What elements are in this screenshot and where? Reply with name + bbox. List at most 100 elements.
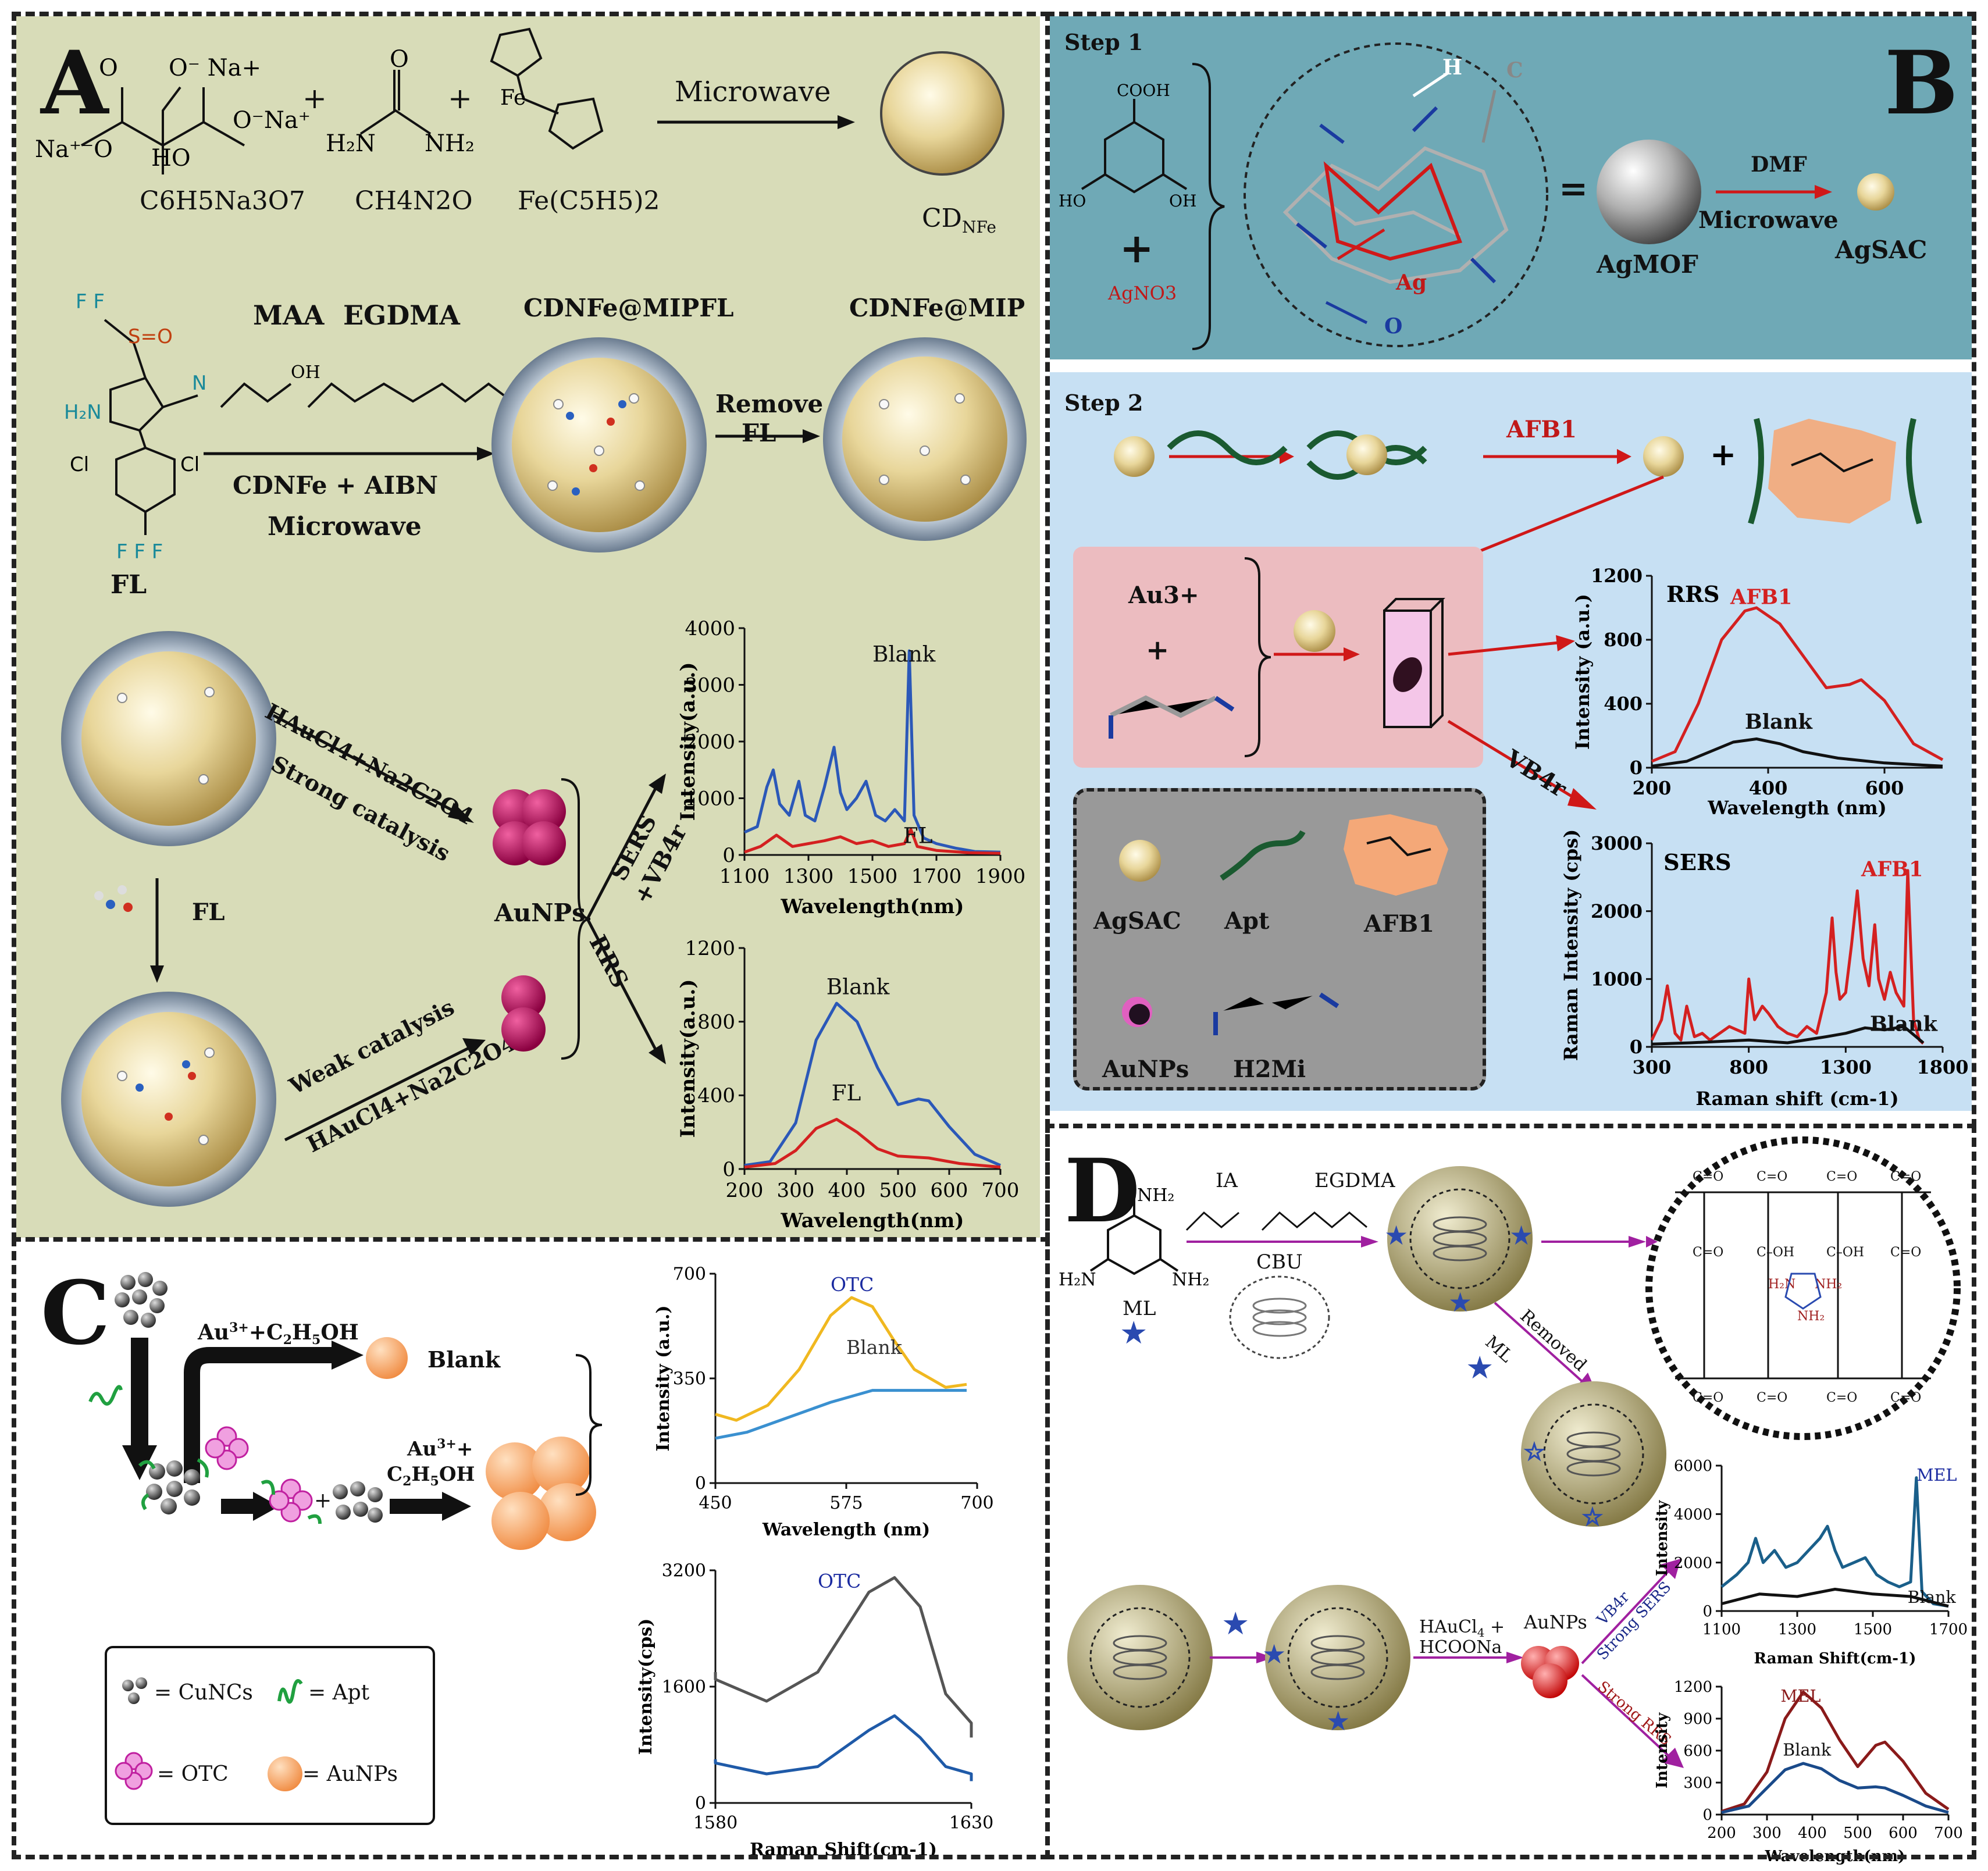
agno3-label: AgNO3 — [1108, 282, 1177, 304]
svg-text:★: ★ — [1326, 1705, 1350, 1737]
ag-label: Ag — [1396, 270, 1427, 295]
arrow-remove — [715, 429, 820, 443]
svg-text:S=O: S=O — [128, 325, 173, 348]
x-tick-label: 300 — [1633, 1056, 1672, 1078]
cuncs-free — [333, 1481, 383, 1523]
svg-text:H₂N: H₂N — [1768, 1277, 1795, 1292]
svg-text:☆: ☆ — [1582, 1504, 1603, 1531]
arrow-strong — [272, 714, 474, 823]
svg-text:C=O: C=O — [1757, 1170, 1787, 1184]
x-axis-label: Wavelength (nm) — [1707, 797, 1887, 819]
svg-text:NH₂: NH₂ — [425, 130, 475, 157]
au-c2h5oh-label: Au3++C2H5OH — [198, 1320, 359, 1348]
x-tick-label: 800 — [1729, 1056, 1768, 1078]
c-plus: + — [314, 1489, 332, 1513]
y-axis-label: Intensity(a.u.) — [676, 979, 700, 1138]
au-c2h5oh-2b: C2H5OH — [387, 1463, 475, 1489]
brace-detect — [1244, 557, 1271, 757]
maa-egdma-structure: OH — [220, 362, 513, 408]
series-line-unnamed — [714, 1714, 973, 1781]
y-tick-label: 3000 — [685, 673, 735, 697]
ml-star-3: ★ — [1221, 1605, 1250, 1642]
y-axis-label: Intensity — [1654, 1500, 1671, 1576]
y-axis-label: Raman Intensity (cps) — [1560, 829, 1582, 1061]
y-tick-label: 0 — [1702, 1806, 1712, 1824]
mip-d-sphere-1: ★ ★ ★ — [1384, 1166, 1533, 1318]
y-tick-label: 4000 — [1674, 1506, 1712, 1523]
panel-d-letter: D — [1064, 1140, 1141, 1242]
svg-text:★: ★ — [1384, 1220, 1408, 1251]
svg-text:N: N — [192, 372, 206, 395]
y-tick-label: 0 — [695, 1794, 706, 1814]
otc-flower — [205, 1426, 249, 1470]
y-tick-label: 6000 — [1674, 1457, 1712, 1475]
ml-star-1: ★ — [1120, 1314, 1148, 1351]
legend-h2mi-icon — [1213, 992, 1339, 1035]
series-label-afb1: AFB1 — [1861, 858, 1923, 882]
arrows-sers-rrs — [586, 774, 666, 1064]
legend-aunps-c: = AuNPs — [302, 1762, 398, 1786]
series-line-blank — [715, 1389, 967, 1440]
fl-structure: F F S=O N H₂N Cl Cl F F F — [64, 290, 206, 564]
svg-text:Cl: Cl — [70, 453, 89, 476]
svg-text:O: O — [390, 46, 409, 73]
brace-step1 — [1192, 63, 1225, 350]
arrow-c-right2 — [390, 1492, 471, 1521]
remove-fl-label: FL — [742, 419, 776, 447]
x-axis-label: Wavelength(nm) — [781, 1209, 964, 1232]
cd-nfe-label: CDNFe — [922, 204, 996, 237]
fl-arrow-label: FL — [192, 899, 225, 926]
h-label: H — [1442, 55, 1463, 80]
ml-label: ML — [1123, 1297, 1156, 1320]
arrow-d-to-polymer — [1646, 1236, 1658, 1248]
border-panel-a — [12, 12, 1050, 1242]
y-tick-label: 0 — [695, 1474, 706, 1494]
svg-text:O⁻Na⁺: O⁻Na⁺ — [233, 107, 311, 134]
x-tick-label: 400 — [1798, 1824, 1827, 1842]
x-tick-label: 1630 — [949, 1813, 993, 1833]
x-axis-label: Raman Shift(cm-1) — [1754, 1650, 1916, 1667]
maa-label: MAA — [253, 300, 325, 331]
x-tick-label: 300 — [1752, 1824, 1782, 1842]
y-tick-label: 3000 — [1591, 832, 1643, 854]
arrow-dmf — [1716, 185, 1832, 199]
panel-b-letter: B — [1884, 32, 1958, 134]
dmf-label: DMF — [1751, 152, 1807, 177]
melamine-structure: NH₂ H₂N NH₂ — [1059, 1185, 1209, 1290]
svg-text:NH₂: NH₂ — [1797, 1309, 1825, 1324]
y-tick-label: 600 — [1683, 1742, 1712, 1760]
d-egdma-label: EGDMA — [1314, 1169, 1395, 1192]
x-tick-label: 1500 — [847, 865, 898, 888]
agmof-sphere — [1597, 140, 1701, 244]
svg-text:OH: OH — [1169, 191, 1196, 211]
arrow-weak — [284, 1038, 486, 1142]
y-tick-label: 400 — [1604, 693, 1643, 715]
legend-aunps-icon — [1122, 997, 1152, 1027]
mof-structure-circle — [1244, 42, 1548, 347]
svg-text:OH: OH — [291, 362, 320, 383]
aunps-cluster-c — [486, 1437, 596, 1550]
o-label: O — [1384, 314, 1403, 338]
agsac-in-detect — [1294, 610, 1335, 652]
hcoona-label: HCOONa — [1419, 1637, 1502, 1658]
x-tick-label: 575 — [829, 1493, 863, 1513]
plus-1: + — [302, 81, 327, 115]
d-haucl4-label: HAuCl4 + — [1419, 1617, 1505, 1640]
series-line-mel — [1720, 1476, 1949, 1608]
ml-star-2: ★ — [1466, 1349, 1494, 1386]
x-tick-label: 1700 — [1929, 1621, 1968, 1638]
svg-text:HO: HO — [1059, 191, 1086, 211]
legend-otc-icon — [115, 1752, 153, 1790]
y-tick-label: 1200 — [1674, 1678, 1712, 1696]
aunps-large — [493, 789, 566, 865]
mip-d-sphere-3 — [1067, 1585, 1213, 1730]
ia-egdma-structure — [1185, 1211, 1367, 1231]
cbu-icon — [1229, 1275, 1330, 1359]
legend-h2mi: H2Mi — [1233, 1056, 1306, 1083]
mip-d-sphere-4: ★ ★ — [1262, 1585, 1410, 1737]
arrow-d-right — [1541, 1236, 1646, 1248]
d-aunps-label: AuNPs — [1524, 1611, 1587, 1633]
otc-apt-complex — [261, 1478, 322, 1524]
y-axis-label: Intensity(a.u.) — [676, 662, 700, 821]
